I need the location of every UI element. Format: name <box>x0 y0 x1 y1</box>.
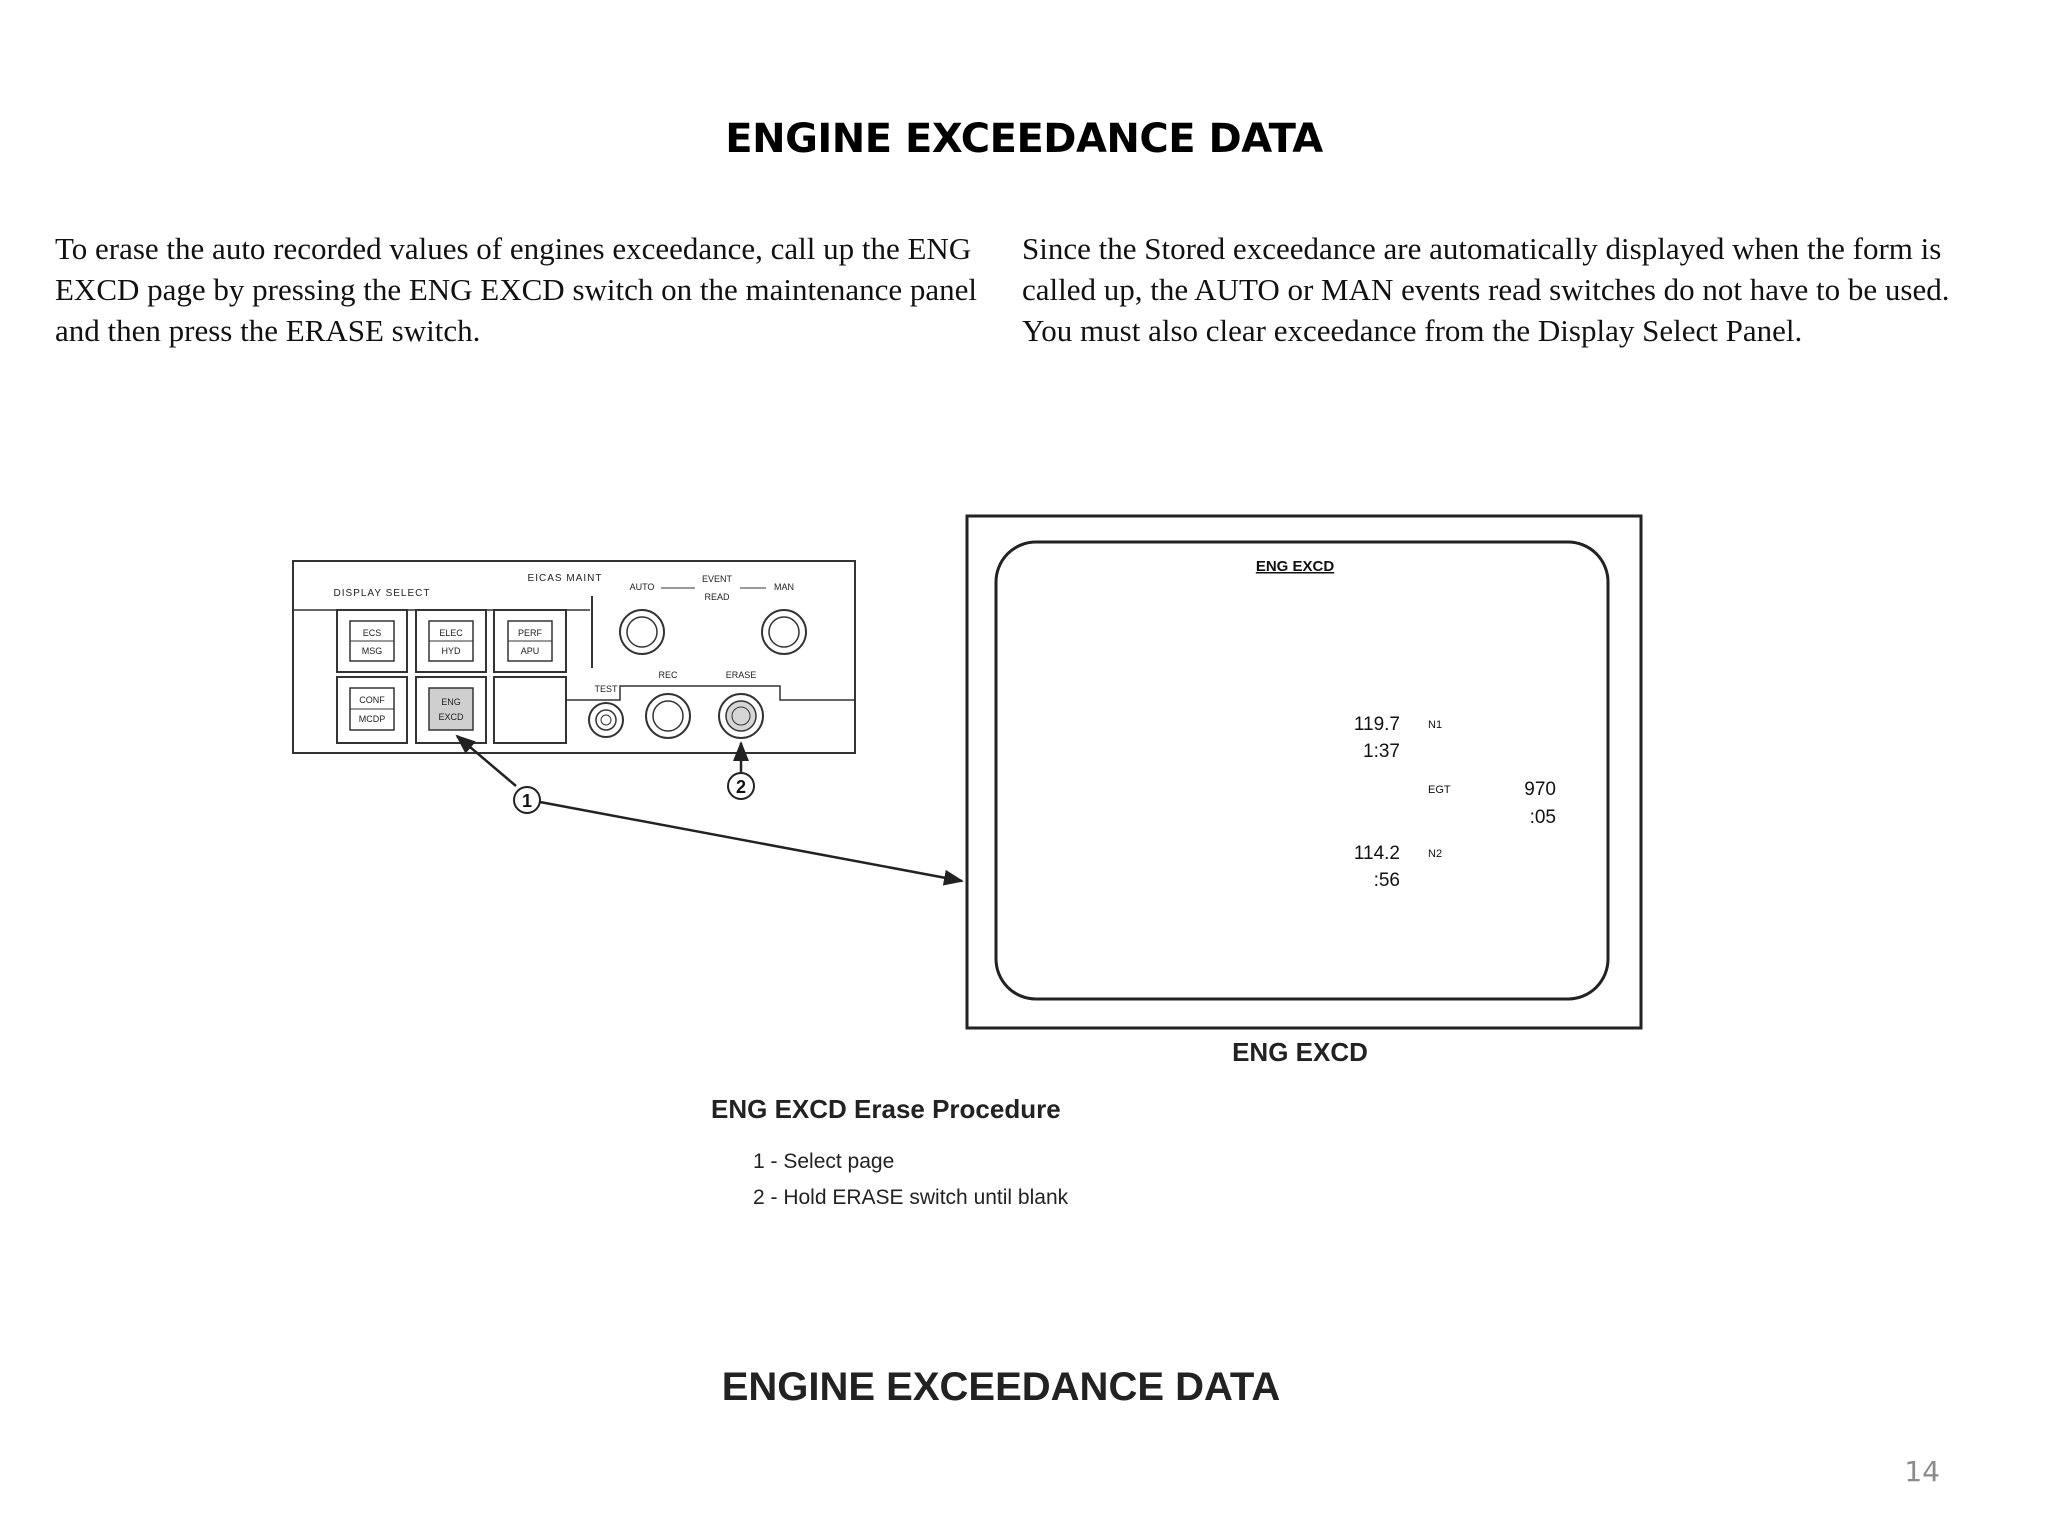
procedure-title: ENG EXCD Erase Procedure <box>711 1094 1061 1124</box>
conf-label: CONF <box>359 695 385 705</box>
eng-label: ENG <box>441 697 461 707</box>
callout-1: 1 <box>513 786 541 814</box>
egt-value: 970 <box>1524 779 1556 800</box>
rec-switch[interactable] <box>645 693 691 739</box>
maintenance-panel: DISPLAY SELECT EICAS MAINT AUTO EVENT RE… <box>292 560 856 754</box>
ecs-label: ECS <box>363 628 382 638</box>
elec-hyd-button[interactable]: ELEC HYD <box>415 609 487 673</box>
egt-time: :05 <box>1530 807 1556 828</box>
event-label: EVENT <box>702 574 733 584</box>
display-select-label: DISPLAY SELECT <box>334 588 431 599</box>
erase-procedure: ENG EXCD Erase Procedure 1 - Select page… <box>711 1094 1069 1209</box>
screen-caption: ENG EXCD <box>1232 1037 1368 1067</box>
left-paragraph: To erase the auto recorded values of eng… <box>55 231 978 348</box>
callout-2-number: 2 <box>736 777 746 797</box>
n2-value: 114.2 <box>1354 843 1400 864</box>
erase-label: ERASE <box>726 670 757 680</box>
procedure-step-2: 2 - Hold ERASE switch until blank <box>753 1186 1069 1209</box>
figure-bottom-caption: ENGINE EXCEEDANCE DATA <box>722 1365 1281 1409</box>
egt-label: EGT <box>1428 784 1451 796</box>
msg-label: MSG <box>362 646 383 656</box>
right-paragraph: Since the Stored exceedance are automati… <box>1022 231 1950 348</box>
mcdp-label: MCDP <box>359 714 386 724</box>
test-label: TEST <box>594 684 618 694</box>
man-label: MAN <box>774 582 794 592</box>
perf-label: PERF <box>518 628 543 638</box>
screen-heading: ENG EXCD <box>1256 558 1335 575</box>
eng-excd-button[interactable]: ENG EXCD <box>415 676 487 744</box>
read-label: READ <box>704 592 730 602</box>
elec-label: ELEC <box>439 628 463 638</box>
eicas-maint-label: EICAS MAINT <box>528 573 603 584</box>
callout-1-number: 1 <box>522 791 532 811</box>
n2-label: N2 <box>1428 848 1442 860</box>
n1-time: 1:37 <box>1363 741 1400 762</box>
perf-apu-button[interactable]: PERF APU <box>493 609 567 673</box>
ecs-msg-button[interactable]: ECS MSG <box>336 609 408 673</box>
n1-value: 119.7 <box>1354 714 1400 735</box>
n2-time: :56 <box>1374 870 1400 891</box>
n1-label: N1 <box>1428 719 1442 731</box>
page-number: 14 <box>1904 1455 1940 1488</box>
rec-label: REC <box>658 670 678 680</box>
auto-label: AUTO <box>630 582 655 592</box>
hyd-label: HYD <box>441 646 461 656</box>
erase-switch[interactable] <box>718 693 764 739</box>
conf-mcdp-button[interactable]: CONF MCDP <box>336 676 408 744</box>
apu-label: APU <box>521 646 540 656</box>
slide-title: ENGINE EXCEEDANCE DATA <box>725 116 1323 162</box>
callout-arrows <box>455 734 964 886</box>
eng-excd-display: ENG EXCD 119.7 N1 1:37 EGT 970 :05 114.2… <box>965 514 1643 1030</box>
procedure-step-1: 1 - Select page <box>753 1150 894 1173</box>
excd-label: EXCD <box>438 712 464 722</box>
test-switch[interactable] <box>588 702 624 738</box>
callout-2: 2 <box>727 772 755 800</box>
